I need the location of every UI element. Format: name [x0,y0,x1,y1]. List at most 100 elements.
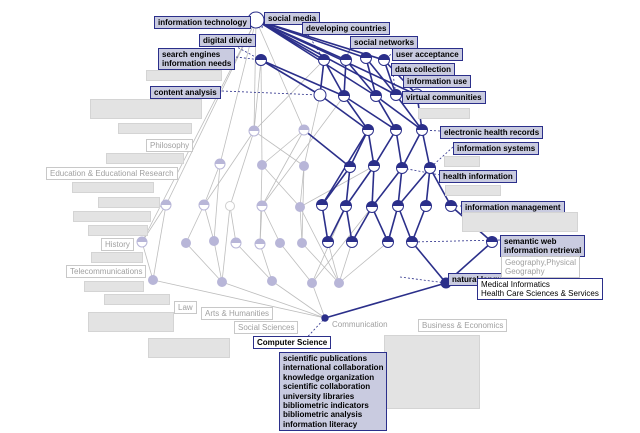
label-dimmed[interactable] [88,225,148,236]
lattice-edge [221,281,326,319]
label-social-media[interactable]: social media [264,12,321,25]
label-communication[interactable]: Communication [332,320,388,329]
lattice-edge [261,164,301,208]
label-dimmed[interactable] [73,211,151,222]
lattice-edge [229,130,255,207]
lattice-edge [311,282,326,319]
label-dimmed[interactable] [72,182,154,193]
lattice-node-dim[interactable] [267,276,277,286]
label-content-analysis[interactable]: content analysis [150,86,221,99]
label-dimmed[interactable] [462,212,578,232]
label-dimmed[interactable] [88,312,174,332]
lattice-edge [203,130,255,206]
lattice-edge [141,241,154,281]
lattice-edge-highlighted [319,94,369,131]
label-dimmed[interactable] [444,156,480,167]
lattice-node-dim[interactable] [297,238,307,248]
node-half-fill [390,124,402,130]
lattice-node-bottom[interactable] [321,314,329,322]
node-half-fill [370,90,382,96]
label-connector [221,90,321,96]
node-half-fill [231,238,241,243]
label-digital-divide[interactable]: digital divide [199,34,256,47]
label-business-economics[interactable]: Business & Economics [418,319,508,332]
lattice-edge [279,242,313,284]
label-dimmed[interactable] [104,294,170,305]
lattice-edge-highlighted [397,167,431,207]
lattice-edge-highlighted [303,129,351,168]
lattice-edge-highlighted [327,205,347,243]
lattice-edge [185,204,205,244]
label-telecommunications[interactable]: Telecommunications [66,265,147,278]
lattice-edge [311,206,373,284]
node-half-fill [382,236,394,242]
label-dimmed[interactable] [146,70,222,81]
lattice-node-dim[interactable] [217,277,227,287]
label-dimmed[interactable] [90,99,202,119]
lattice-edge-highlighted [375,95,423,131]
lattice-node-dim[interactable] [334,278,344,288]
lattice-node-dim[interactable] [299,161,309,171]
lattice-edge-highlighted [321,204,329,243]
node-half-fill [249,126,259,131]
lattice-node-dim[interactable] [275,238,285,248]
label-social-networks[interactable]: social networks [350,36,419,49]
label-bottom-concepts[interactable]: scientific publications international co… [279,352,388,432]
lattice-edge [253,130,305,167]
label-virtual-communities[interactable]: virtual communities [402,91,486,104]
node-half-fill [445,200,457,206]
label-dimmed[interactable] [118,123,192,134]
label-law[interactable]: Law [174,301,197,314]
label-dimmed[interactable] [106,153,184,164]
lattice-node-dim[interactable] [225,201,235,211]
label-dimmed[interactable] [384,335,480,409]
lattice-edge-highlighted [421,129,431,169]
lattice-node-dim[interactable] [148,275,158,285]
label-information-technology[interactable]: information technology [154,16,251,29]
label-computer-science[interactable]: Computer Science [253,336,332,349]
lattice-edge-highlighted [255,19,418,96]
lattice-node-dim[interactable] [209,236,219,246]
lattice-node-dim[interactable] [257,160,267,170]
node-half-fill [378,54,390,60]
lattice-node-dim[interactable] [181,238,191,248]
label-information-systems[interactable]: information systems [453,142,540,155]
node-half-fill [257,201,267,206]
label-information-use[interactable]: information use [403,75,472,88]
node-half-fill [318,54,330,60]
label-developing-countries[interactable]: developing countries [302,22,391,35]
lattice-edge [299,165,375,208]
lattice-node-dim[interactable] [307,278,317,288]
label-philosophy[interactable]: Philosophy [146,139,194,152]
label-arts-humanities[interactable]: Arts & Humanities [201,307,274,320]
label-dimmed[interactable] [98,197,160,208]
lattice-edge-highlighted [411,241,447,284]
label-dimmed[interactable] [445,185,501,196]
label-user-acceptance[interactable]: user acceptance [392,48,463,61]
node-half-fill [316,199,328,205]
lattice-edge-highlighted [383,59,418,96]
label-dimmed[interactable] [84,281,144,292]
lattice-edge [165,19,257,206]
lattice-node[interactable] [313,88,327,102]
lattice-node-dim[interactable] [295,202,305,212]
node-half-fill [420,200,432,206]
label-education-research[interactable]: Education & Educational Research [46,167,178,180]
lattice-edge-highlighted [351,206,373,243]
label-dimmed[interactable] [148,338,230,358]
label-history[interactable]: History [101,238,134,251]
label-dimmed[interactable] [91,252,143,263]
label-dimmed[interactable] [418,108,470,119]
lattice-edge-highlighted [425,167,431,207]
label-health-information[interactable]: health information [439,170,517,183]
lattice-edge [213,240,223,283]
label-social-sciences[interactable]: Social Sciences [234,321,299,334]
lattice-edge [261,95,345,207]
lattice-edge-highlighted [429,167,452,207]
label-electronic-health-records[interactable]: electronic health records [440,126,544,139]
